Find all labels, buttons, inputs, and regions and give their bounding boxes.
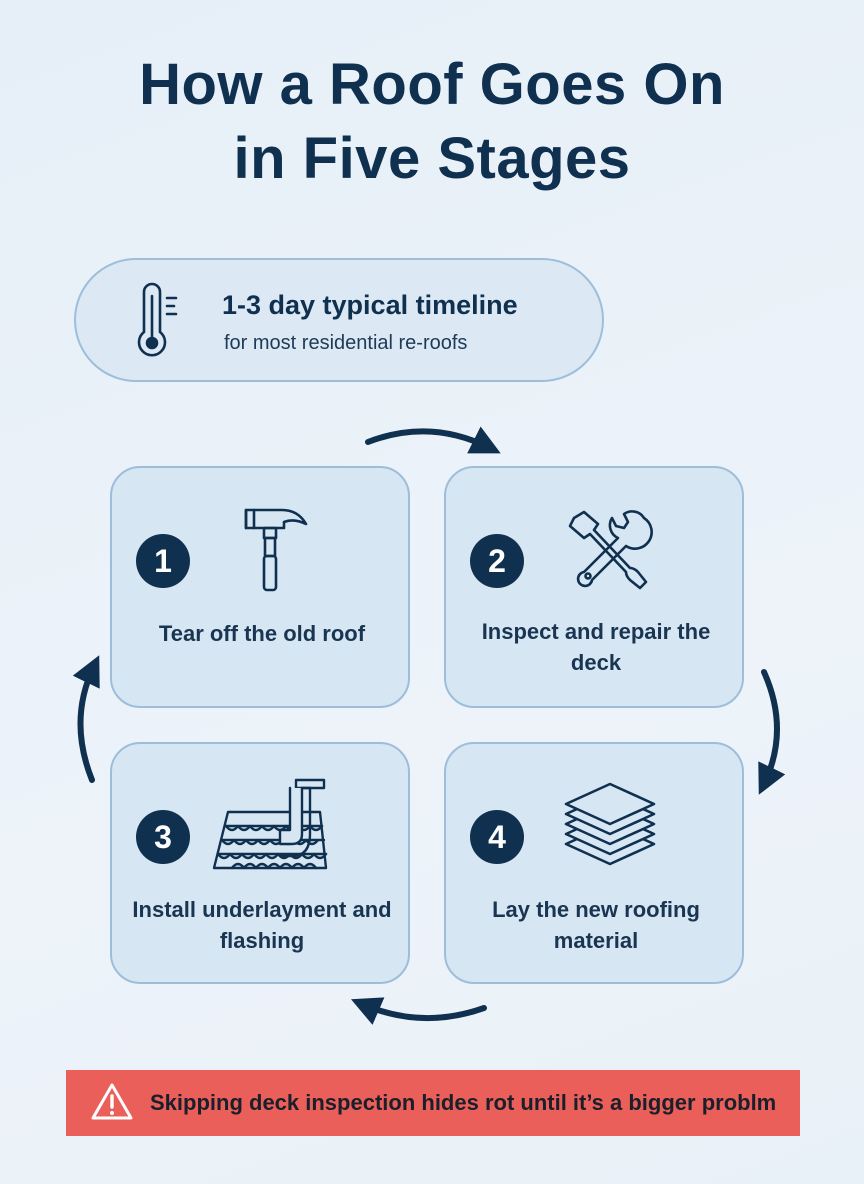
step-card-1: 1 Tear off the old roof — [110, 466, 410, 708]
arrow-right — [758, 669, 786, 795]
hammer-icon — [244, 508, 308, 592]
roof-shingles-vent-icon — [212, 778, 328, 870]
step-number-1: 1 — [136, 534, 190, 588]
step-card-4: 4 Lay the new roofing material — [444, 742, 744, 984]
timeline-callout: 1-3 day typical timeline for most reside… — [74, 258, 604, 382]
step-label-1: Tear off the old roof — [158, 621, 366, 646]
step-card-3: 3 Install underlayment and flashing — [110, 742, 410, 984]
step-card-2: 2 Inspect and repair the deck — [444, 466, 744, 708]
page-title: How a Roof Goes On in Five Stages — [0, 48, 864, 196]
stacked-layers-icon — [564, 782, 656, 866]
title-line-2: in Five Stages — [233, 126, 631, 191]
step-number-3: 3 — [136, 810, 190, 864]
title-line-1: How a Roof Goes On — [139, 52, 725, 117]
step-number-4: 4 — [470, 810, 524, 864]
step-label-4: Lay the new roofing material — [492, 897, 700, 953]
step-label-3: Install underlayment and flashing — [132, 897, 392, 953]
arrow-left — [72, 655, 100, 783]
step-label-2: Inspect and repair the deck — [481, 619, 711, 675]
warning-banner: Skipping deck inspection hides rot until… — [66, 1070, 800, 1136]
wrench-screwdriver-icon — [568, 510, 653, 590]
timeline-main-text: 1-3 day typical timeline — [222, 290, 518, 320]
timeline-sub-text: for most residential re-roofs — [224, 332, 468, 354]
arrow-top — [365, 426, 501, 454]
arrow-bottom — [350, 997, 487, 1025]
warning-triangle-icon — [91, 1083, 133, 1120]
warning-text: Skipping deck inspection hides rot until… — [150, 1090, 777, 1115]
step-number-2: 2 — [470, 534, 524, 588]
thermometer-icon — [137, 282, 178, 357]
